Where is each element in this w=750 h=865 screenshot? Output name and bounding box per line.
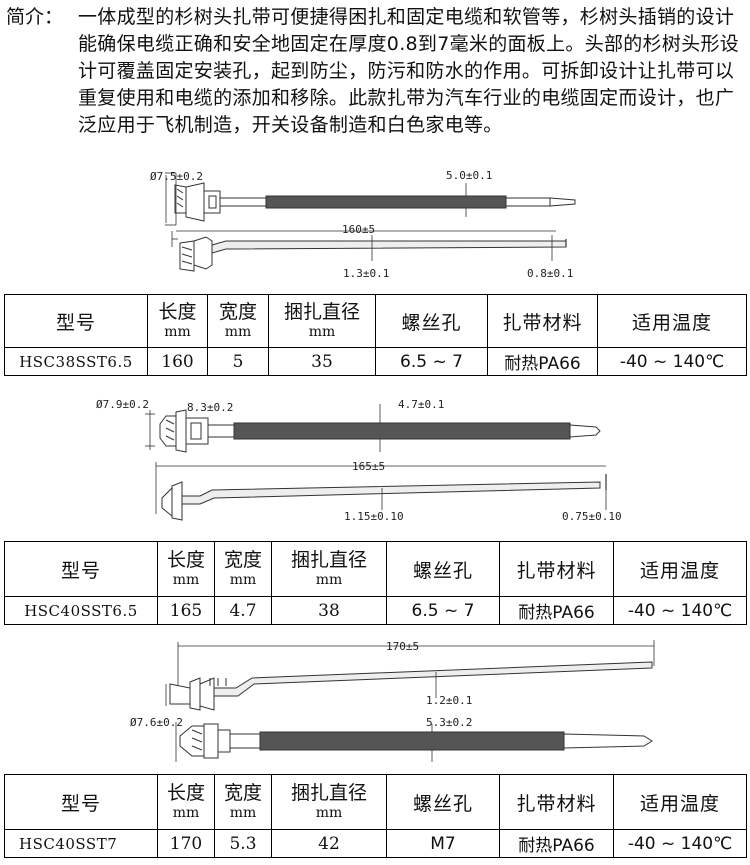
hdr-model: 型号 xyxy=(4,541,158,597)
cell-material: 耐热PA66 xyxy=(499,596,614,625)
hdr-model: 型号 xyxy=(4,294,148,348)
hdr-thread: 螺丝孔 xyxy=(386,541,500,597)
hdr-temp: 适用温度 xyxy=(613,541,747,597)
dim-thick-b: 0.75±0.10 xyxy=(562,510,622,523)
cell-model: HSC40SST6.5 xyxy=(4,596,158,625)
dim-head-dia: Ø7.9±0.2 xyxy=(96,398,149,411)
cell-temp: -40 ~ 140℃ xyxy=(613,829,747,858)
hdr-temp: 适用温度 xyxy=(597,294,747,348)
hdr-material: 扎带材料 xyxy=(499,541,614,597)
cell-thread: 6.5 ~ 7 xyxy=(375,347,488,376)
cell-model: HSC40SST7 xyxy=(4,829,158,858)
cell-material: 耐热PA66 xyxy=(499,829,614,858)
dim-length: 170±5 xyxy=(386,640,419,653)
intro-label: 简介： xyxy=(6,6,64,28)
cell-width: 4.7 xyxy=(214,596,272,625)
intro-text: 一体成型的杉树头扎带可便捷得困扎和固定电缆和软管等，杉树头插销的设计能确保电缆正… xyxy=(78,6,740,136)
dim-width: 4.7±0.1 xyxy=(398,398,444,411)
drawing-hsc38sst6-5: Ø7.5±0.2 5.0±0.1 160±5 1.3±0.1 0.8±0.1 xyxy=(150,169,576,280)
cell-length: 165 xyxy=(157,596,215,625)
cell-width: 5 xyxy=(207,347,269,376)
cell-bundle: 35 xyxy=(268,347,376,376)
cell-length: 170 xyxy=(157,829,215,858)
hdr-material: 扎带材料 xyxy=(487,294,598,348)
dim-thick: 1.2±0.1 xyxy=(426,694,472,707)
dim-length: 165±5 xyxy=(352,460,385,473)
drawing-hsc40sst6-5: Ø7.9±0.2 8.3±0.2 4.7±0.1 165±5 1.15±0.10… xyxy=(96,398,622,523)
drawing-hsc40sst7: 170±5 1.2±0.1 Ø7.6±0.2 5.3±0.2 xyxy=(130,640,655,762)
hdr-material: 扎带材料 xyxy=(499,774,614,830)
hdr-model: 型号 xyxy=(4,774,158,830)
dim-width: 5.0±0.1 xyxy=(446,169,492,182)
cell-bundle: 38 xyxy=(271,596,387,625)
cell-length: 160 xyxy=(147,347,208,376)
cell-temp: -40 ~ 140℃ xyxy=(597,347,747,376)
cell-temp: -40 ~ 140℃ xyxy=(613,596,747,625)
cell-width: 5.3 xyxy=(214,829,272,858)
dim-head-len: 8.3±0.2 xyxy=(187,401,233,414)
cell-bundle: 42 xyxy=(271,829,387,858)
dim-thick-a: 1.15±0.10 xyxy=(344,510,404,523)
cell-thread: M7 xyxy=(386,829,500,858)
hdr-thread: 螺丝孔 xyxy=(386,774,500,830)
cell-model: HSC38SST6.5 xyxy=(4,347,148,376)
hdr-thread: 螺丝孔 xyxy=(375,294,488,348)
cell-material: 耐热PA66 xyxy=(487,347,598,376)
dim-head-dia: Ø7.6±0.2 xyxy=(130,716,183,729)
hdr-temp: 适用温度 xyxy=(613,774,747,830)
dim-thick-a: 1.3±0.1 xyxy=(343,267,389,280)
dim-head-dia: Ø7.5±0.2 xyxy=(150,170,203,183)
dim-thick-b: 0.8±0.1 xyxy=(527,267,573,280)
cell-thread: 6.5 ~ 7 xyxy=(386,596,500,625)
dim-length: 160±5 xyxy=(342,223,375,236)
dim-width: 5.3±0.2 xyxy=(426,716,472,729)
